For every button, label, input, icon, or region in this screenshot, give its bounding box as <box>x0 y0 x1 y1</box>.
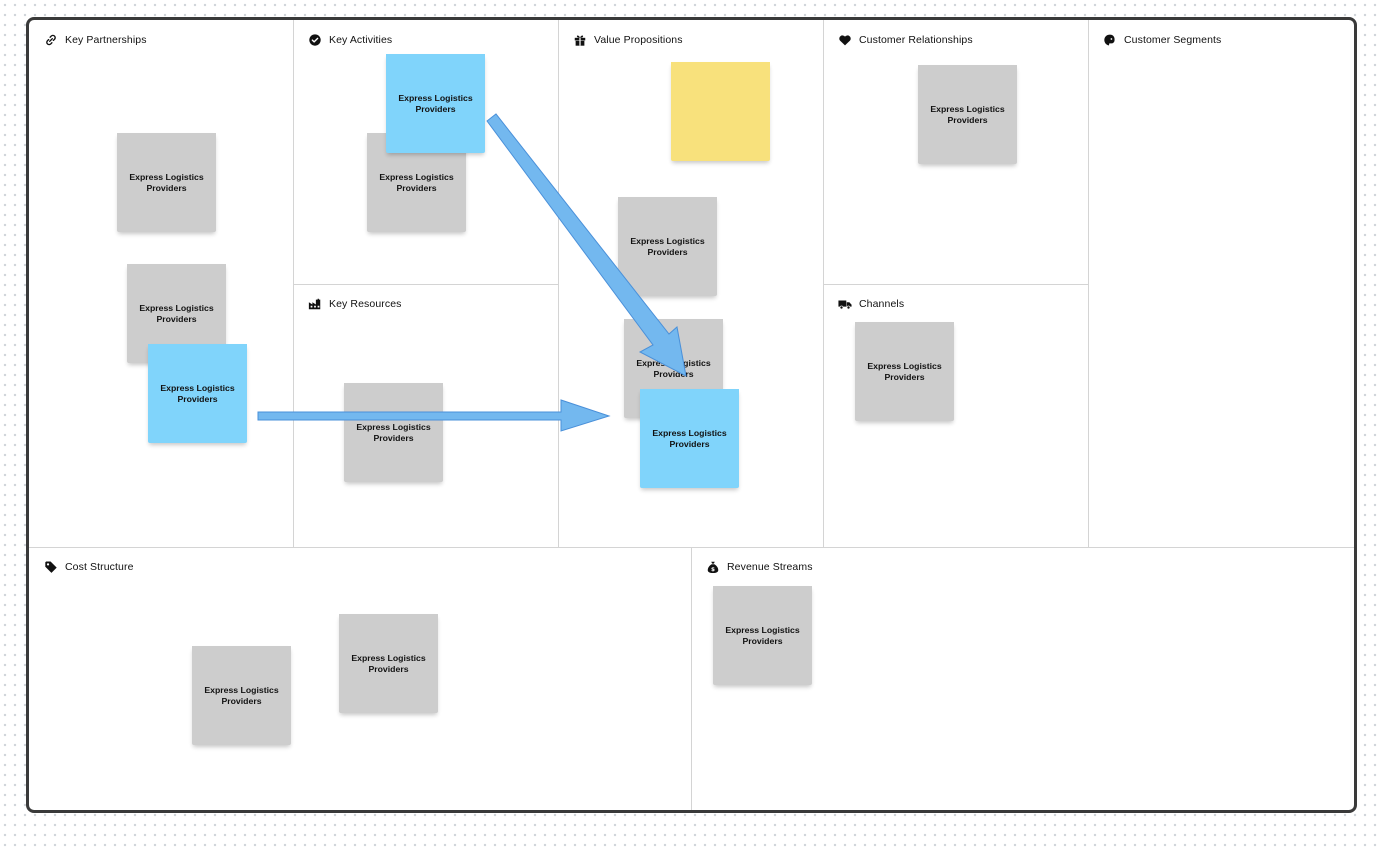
divider <box>293 20 294 547</box>
sticky-note[interactable]: Express Logistics Providers <box>339 614 438 713</box>
section-title: Key Partnerships <box>65 34 147 46</box>
section-title: Cost Structure <box>65 561 134 573</box>
sticky-note[interactable]: Express Logistics Providers <box>117 133 216 232</box>
section-customer-segments[interactable]: Customer Segments <box>1088 20 1354 547</box>
tag-icon <box>43 559 59 575</box>
divider <box>293 284 558 285</box>
business-model-canvas: Key Partnerships Key Activities Key Reso… <box>26 17 1357 813</box>
section-header: Channels <box>837 296 904 312</box>
divider <box>1088 20 1089 547</box>
check-circle-icon <box>307 32 323 48</box>
section-title: Customer Segments <box>1124 34 1222 46</box>
section-revenue-streams[interactable]: $ Revenue Streams <box>691 547 1354 810</box>
sticky-note[interactable]: Express Logistics Providers <box>640 389 739 488</box>
section-customer-relationships[interactable]: Customer Relationships <box>823 20 1088 284</box>
sticky-note[interactable]: Express Logistics Providers <box>713 586 812 685</box>
section-header: Key Activities <box>307 32 392 48</box>
section-header: Cost Structure <box>43 559 134 575</box>
section-header: $ Revenue Streams <box>705 559 813 575</box>
section-header: Customer Segments <box>1102 32 1221 48</box>
divider <box>823 20 824 547</box>
link-icon <box>43 32 59 48</box>
section-title: Key Resources <box>329 298 402 310</box>
sticky-note[interactable]: Express Logistics Providers <box>344 383 443 482</box>
sticky-note[interactable]: Express Logistics Providers <box>618 197 717 296</box>
divider <box>691 547 692 810</box>
sticky-note[interactable] <box>671 62 770 161</box>
section-channels[interactable]: Channels <box>823 284 1088 547</box>
section-title: Customer Relationships <box>859 34 973 46</box>
factory-icon <box>307 296 323 312</box>
section-title: Channels <box>859 298 905 310</box>
section-key-activities[interactable]: Key Activities <box>293 20 558 284</box>
section-key-resources[interactable]: Key Resources <box>293 284 558 547</box>
gift-icon <box>572 32 588 48</box>
heart-icon <box>837 32 853 48</box>
section-title: Revenue Streams <box>727 561 813 573</box>
section-header: Customer Relationships <box>837 32 973 48</box>
section-header: Value Propositions <box>572 32 683 48</box>
sticky-note[interactable]: Express Logistics Providers <box>148 344 247 443</box>
section-header: Key Resources <box>307 296 402 312</box>
section-title: Key Activities <box>329 34 393 46</box>
section-header: Key Partnerships <box>43 32 147 48</box>
section-cost-structure[interactable]: Cost Structure <box>29 547 691 810</box>
face-icon <box>1102 32 1118 48</box>
sticky-note[interactable]: Express Logistics Providers <box>918 65 1017 164</box>
sticky-note[interactable]: Express Logistics Providers <box>386 54 485 153</box>
section-title: Value Propositions <box>594 34 683 46</box>
divider <box>823 284 1088 285</box>
svg-text:$: $ <box>711 567 715 573</box>
money-bag-icon: $ <box>705 559 721 575</box>
sticky-note[interactable]: Express Logistics Providers <box>192 646 291 745</box>
section-key-partnerships[interactable]: Key Partnerships <box>29 20 293 547</box>
truck-icon <box>837 296 853 312</box>
section-value-propositions[interactable]: Value Propositions <box>558 20 823 547</box>
sticky-note[interactable]: Express Logistics Providers <box>855 322 954 421</box>
